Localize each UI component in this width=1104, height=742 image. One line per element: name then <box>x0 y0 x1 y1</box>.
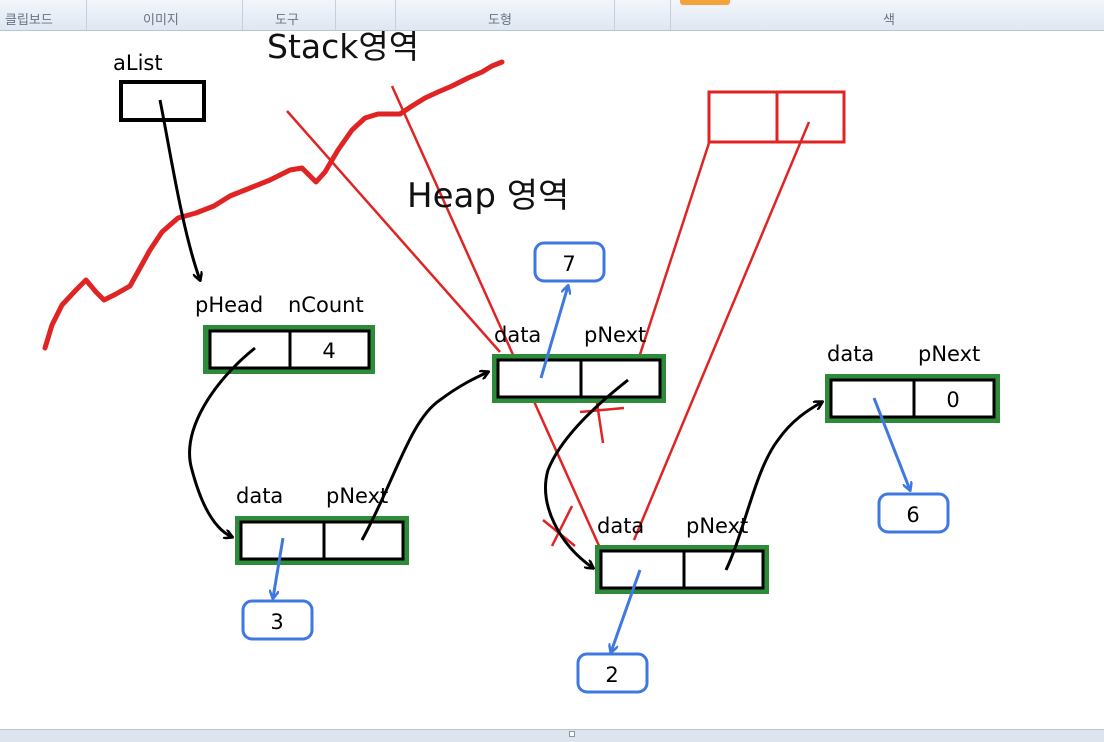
node-data-label: data <box>597 514 644 538</box>
node-2 <box>492 354 666 403</box>
ncount-label: nCount <box>288 293 364 317</box>
pointer-arrow <box>158 99 200 280</box>
node-pnext-label: pNext <box>326 484 388 508</box>
node-pnext-label: pNext <box>918 342 980 366</box>
phead-label: pHead <box>195 293 263 317</box>
annotation-line <box>629 142 711 383</box>
paint-canvas[interactable]: Stack영역 Heap 영역 aList pHead nCount 4 dat… <box>0 27 1104 729</box>
selected-color-swatch[interactable] <box>680 0 730 5</box>
ribbon-group-tools[interactable]: 도구 <box>275 13 299 28</box>
data-arrow <box>872 397 910 490</box>
pointer-arrow <box>544 378 629 568</box>
annotation-line <box>286 110 501 353</box>
ribbon-separator <box>242 0 243 30</box>
value-6: 6 <box>906 503 919 527</box>
ribbon-group-colors[interactable]: 색 <box>883 13 895 28</box>
annotation-line <box>390 85 602 549</box>
value-7: 7 <box>562 252 575 276</box>
value-bubble <box>241 599 314 641</box>
ribbon-separator <box>335 0 336 30</box>
status-bar <box>0 729 1104 742</box>
data-arrow <box>611 569 642 652</box>
stack-heap-divider-line <box>42 59 505 351</box>
heap-region-label: Heap 영역 <box>407 176 569 216</box>
node-pnext-label: pNext <box>584 323 646 347</box>
node-data-label: data <box>494 323 541 347</box>
node-3 <box>595 545 769 594</box>
cross-mark <box>542 505 576 547</box>
ribbon: 클립보드 이미지 도구 도형 색 <box>0 0 1104 31</box>
ribbon-group-image[interactable]: 이미지 <box>143 13 179 28</box>
pointer-arrow <box>724 402 822 571</box>
alist-label: aList <box>113 51 163 75</box>
ribbon-group-clipboard[interactable]: 클립보드 <box>5 13 53 28</box>
tail-pnext-value: 0 <box>946 388 959 412</box>
node-data-label: data <box>827 342 874 366</box>
pointer-arrow <box>360 372 488 541</box>
value-bubble <box>533 241 606 283</box>
ribbon-separator <box>614 0 615 30</box>
ribbon-separator <box>670 0 671 30</box>
data-arrow <box>273 537 285 598</box>
node-pnext-label: pNext <box>686 514 748 538</box>
pointer-arrow <box>188 346 256 537</box>
value-3: 3 <box>270 610 283 634</box>
linked-list-diagram: Stack영역 Heap 영역 aList pHead nCount 4 dat… <box>42 27 1000 694</box>
ribbon-group-shapes[interactable]: 도형 <box>488 13 512 28</box>
canvas-resize-handle[interactable] <box>569 731 575 737</box>
stack-region-label: Stack영역 <box>267 31 419 66</box>
ncount-value: 4 <box>322 339 335 363</box>
node-4 <box>825 374 1000 423</box>
new-node-sketch <box>707 90 846 144</box>
value-bubble <box>877 492 950 534</box>
value-2: 2 <box>605 663 618 687</box>
data-arrow <box>539 286 568 379</box>
value-bubble <box>576 652 649 694</box>
ribbon-separator <box>86 0 87 30</box>
annotation-line <box>632 121 811 541</box>
node-data-label: data <box>236 484 283 508</box>
head-node <box>203 325 375 374</box>
ribbon-separator <box>395 0 396 30</box>
node-1 <box>235 516 409 565</box>
